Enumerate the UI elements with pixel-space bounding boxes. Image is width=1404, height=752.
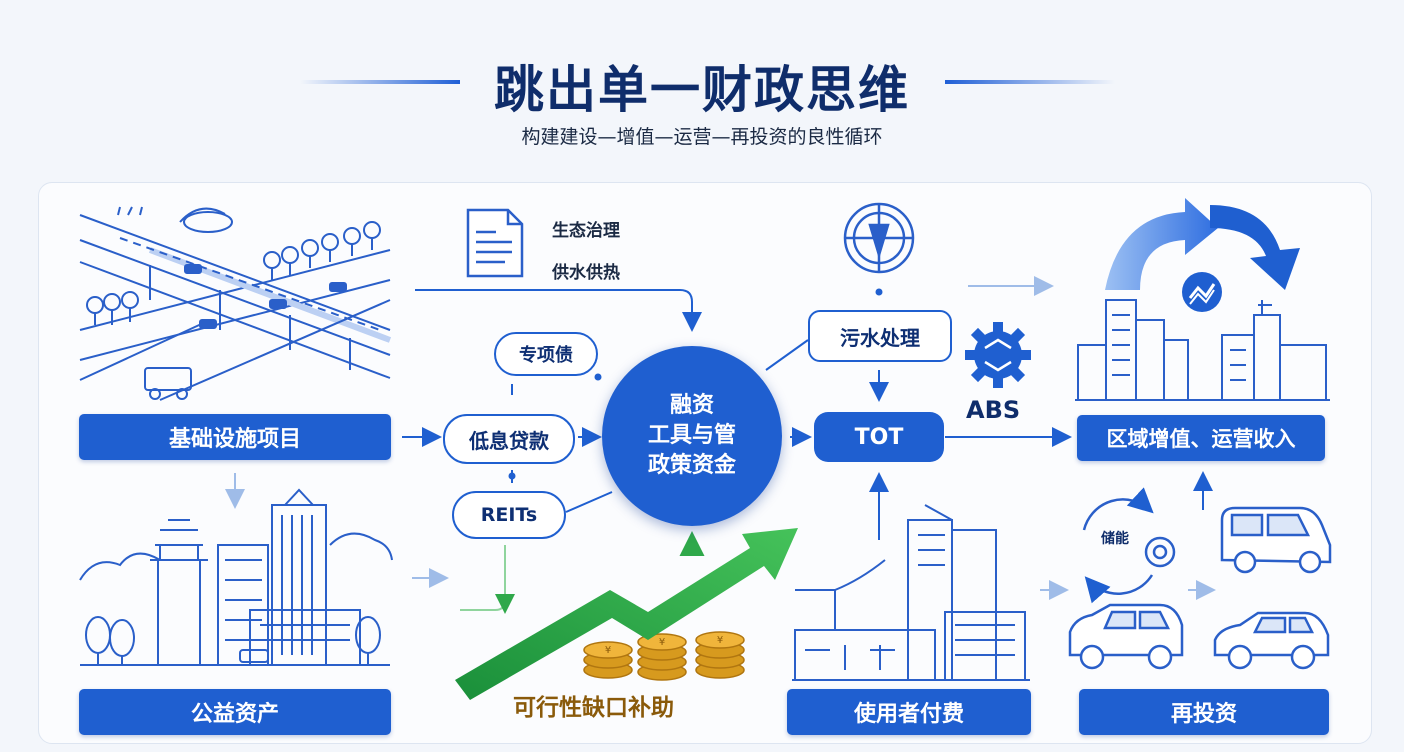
reinvest-box: 再投资 (1079, 689, 1329, 735)
connector-doc-to-center (415, 289, 702, 332)
infrastructure-project-box: 基础设施项目 (79, 414, 391, 460)
abs-label: ABS (966, 396, 1021, 424)
connector-reits-down (460, 545, 506, 611)
gear-icon (965, 322, 1031, 388)
low-interest-loan-pill: 低息贷款 (443, 414, 575, 464)
connector-center-to-sewage (765, 339, 809, 371)
storage-label: 储能 (1101, 531, 1129, 547)
cars-illustration (1068, 506, 1332, 670)
center-line-2: 工具与管 (647, 423, 736, 448)
doc-item-water-heat: 供水供热 (552, 263, 620, 283)
title-decor-line-left (300, 80, 460, 84)
page-title: 跳出单一财政思维 (494, 61, 910, 119)
financing-tools-circle: 融资 工具与管 政策资金 (602, 346, 782, 526)
center-line-3: 政策资金 (647, 453, 736, 478)
reits-pill: REITs (452, 491, 566, 539)
svg-text:¥: ¥ (659, 637, 665, 648)
document-icon (466, 208, 524, 278)
tot-pill: TOT (814, 412, 944, 462)
coins-icon: ¥ ¥ ¥ (583, 631, 745, 681)
infrastructure-illustration (79, 206, 392, 401)
center-line-1: 融资 (669, 393, 714, 418)
regional-value-box: 区域增值、运营收入 (1077, 415, 1325, 461)
doc-item-ecology: 生态治理 (552, 221, 620, 241)
sewage-treatment-pill: 污水处理 (808, 310, 952, 362)
special-bond-pill: 专项债 (494, 332, 598, 376)
gap-subsidy-label: 可行性缺口补助 (513, 695, 674, 721)
header: 跳出单一财政思维 构建建设—增值—运营—再投资的良性循环 (0, 0, 1404, 180)
city-buildings-illustration (1075, 299, 1330, 401)
connector-reits-to-center (565, 491, 613, 513)
compass-icon (843, 202, 915, 296)
user-pays-box: 使用者付费 (787, 689, 1031, 735)
growth-arrow-icon (455, 528, 798, 700)
trend-icon (1182, 272, 1222, 312)
page-subtitle: 构建建设—增值—运营—再投资的良性循环 (521, 126, 883, 148)
svg-text:¥: ¥ (605, 645, 611, 656)
cycle-arrows-icon (1082, 487, 1176, 604)
svg-text:¥: ¥ (717, 635, 723, 646)
cycle-growth-arrows (1105, 198, 1300, 290)
public-assets-box: 公益资产 (79, 689, 391, 735)
public-assets-illustration (79, 488, 393, 666)
user-building-illustration (792, 504, 1030, 681)
title-decor-line-right (945, 80, 1115, 84)
